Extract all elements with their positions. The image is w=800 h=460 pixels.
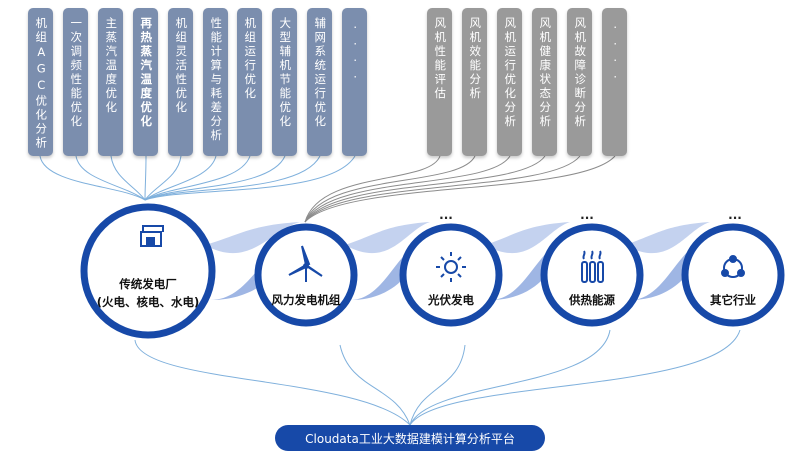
thermal-card-more: .... bbox=[342, 8, 367, 156]
card-label: 性能计算与耗差分析 bbox=[209, 17, 224, 143]
wind-connectors bbox=[304, 155, 616, 223]
wind-card-fault: 风机故障诊断分析 bbox=[567, 8, 592, 156]
thermal-card-performance: 性能计算与耗差分析 bbox=[203, 8, 228, 156]
platform-banner: Cloudata工业大数据建模计算分析平台 bbox=[275, 425, 545, 451]
solar-more: ... bbox=[439, 208, 453, 222]
platform-connectors bbox=[134, 329, 741, 426]
other-more: ... bbox=[728, 208, 742, 222]
thermal-card-frequency: 一次调频性能优化 bbox=[63, 8, 88, 156]
thermal-card-auxiliary: 大型辅机节能优化 bbox=[272, 8, 297, 156]
card-label: 风机效能分析 bbox=[468, 17, 483, 101]
card-label: .... bbox=[608, 17, 623, 83]
sector-other-title: 其它行业 bbox=[710, 293, 756, 307]
sector-heating-title: 供热能源 bbox=[569, 293, 615, 307]
card-label: 主蒸汽温度优化 bbox=[104, 17, 119, 115]
card-label: 风机健康状态分析 bbox=[538, 17, 553, 129]
thermal-card-reheat-steam: 再热蒸汽温度优化 bbox=[133, 8, 158, 156]
thermal-card-flexibility: 机组灵活性优化 bbox=[168, 8, 193, 156]
heating-more: ... bbox=[580, 208, 594, 222]
thermal-connectors bbox=[39, 155, 356, 201]
wind-card-more: .... bbox=[602, 8, 627, 156]
card-label: 再热蒸汽温度优化 bbox=[139, 17, 154, 129]
thermal-card-agc: 机组AGC优化分析 bbox=[28, 8, 53, 156]
solar-icon bbox=[436, 252, 466, 282]
card-label: 风机故障诊断分析 bbox=[573, 17, 588, 129]
card-label: 大型辅机节能优化 bbox=[278, 17, 293, 129]
heater-icon bbox=[581, 250, 604, 283]
card-label: 一次调频性能优化 bbox=[69, 17, 84, 129]
sector-wind-title: 风力发电机组 bbox=[271, 293, 341, 307]
sector-thermal-title: 传统发电厂 bbox=[119, 277, 177, 291]
sector-solar-title: 光伏发电 bbox=[428, 293, 474, 307]
thermal-card-aux-network: 辅网系统运行优化 bbox=[307, 8, 332, 156]
wind-turbine-icon bbox=[288, 245, 323, 282]
wind-card-efficiency: 风机效能分析 bbox=[462, 8, 487, 156]
card-label: 辅网系统运行优化 bbox=[313, 17, 328, 129]
thermal-card-main-steam: 主蒸汽温度优化 bbox=[98, 8, 123, 156]
wind-card-health: 风机健康状态分析 bbox=[532, 8, 557, 156]
card-label: 风机运行优化分析 bbox=[503, 17, 518, 129]
thermal-card-operation: 机组运行优化 bbox=[237, 8, 262, 156]
card-label: 机组灵活性优化 bbox=[174, 17, 189, 115]
card-label: 机组运行优化 bbox=[243, 17, 258, 101]
wind-card-performance: 风机性能评估 bbox=[427, 8, 452, 156]
card-label: 风机性能评估 bbox=[433, 17, 448, 101]
platform-label: Cloudata工业大数据建模计算分析平台 bbox=[305, 431, 515, 446]
card-label: 机组AGC优化分析 bbox=[34, 17, 49, 151]
sector-thermal-subtitle: (火电、核电、水电) bbox=[96, 295, 200, 309]
network-cycle-icon bbox=[721, 255, 745, 278]
wind-card-operation: 风机运行优化分析 bbox=[497, 8, 522, 156]
card-label: .... bbox=[348, 17, 363, 83]
factory-icon bbox=[140, 225, 164, 247]
